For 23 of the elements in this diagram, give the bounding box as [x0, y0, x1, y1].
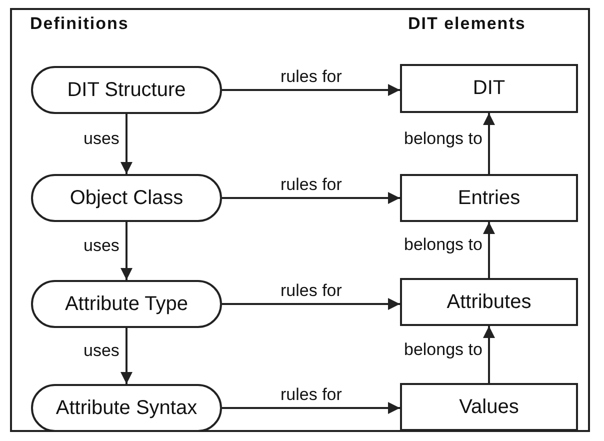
column-heading: Definitions: [30, 14, 129, 34]
definition-pill: DIT Structure: [31, 66, 222, 114]
arrow: [222, 84, 400, 96]
arrow: [120, 114, 132, 174]
element-box: DIT: [400, 64, 578, 113]
definition-pill: Attribute Syntax: [31, 384, 222, 432]
column-heading: DIT elements: [408, 14, 526, 34]
definition-pill: Attribute Type: [31, 280, 222, 328]
arrow: [120, 222, 132, 280]
arrow: [483, 113, 495, 174]
element-box: Entries: [400, 174, 578, 222]
arrow: [222, 192, 400, 204]
edge-label: belongs to: [403, 130, 484, 148]
element-box: Attributes: [400, 278, 578, 326]
edge-label: belongs to: [403, 236, 484, 254]
arrow: [222, 402, 400, 414]
arrow: [120, 328, 132, 384]
arrow: [222, 298, 400, 310]
definition-pill: Object Class: [31, 174, 222, 222]
arrow: [483, 326, 495, 383]
element-box: Values: [400, 383, 578, 431]
arrow: [483, 222, 495, 278]
edge-label: belongs to: [403, 340, 484, 358]
